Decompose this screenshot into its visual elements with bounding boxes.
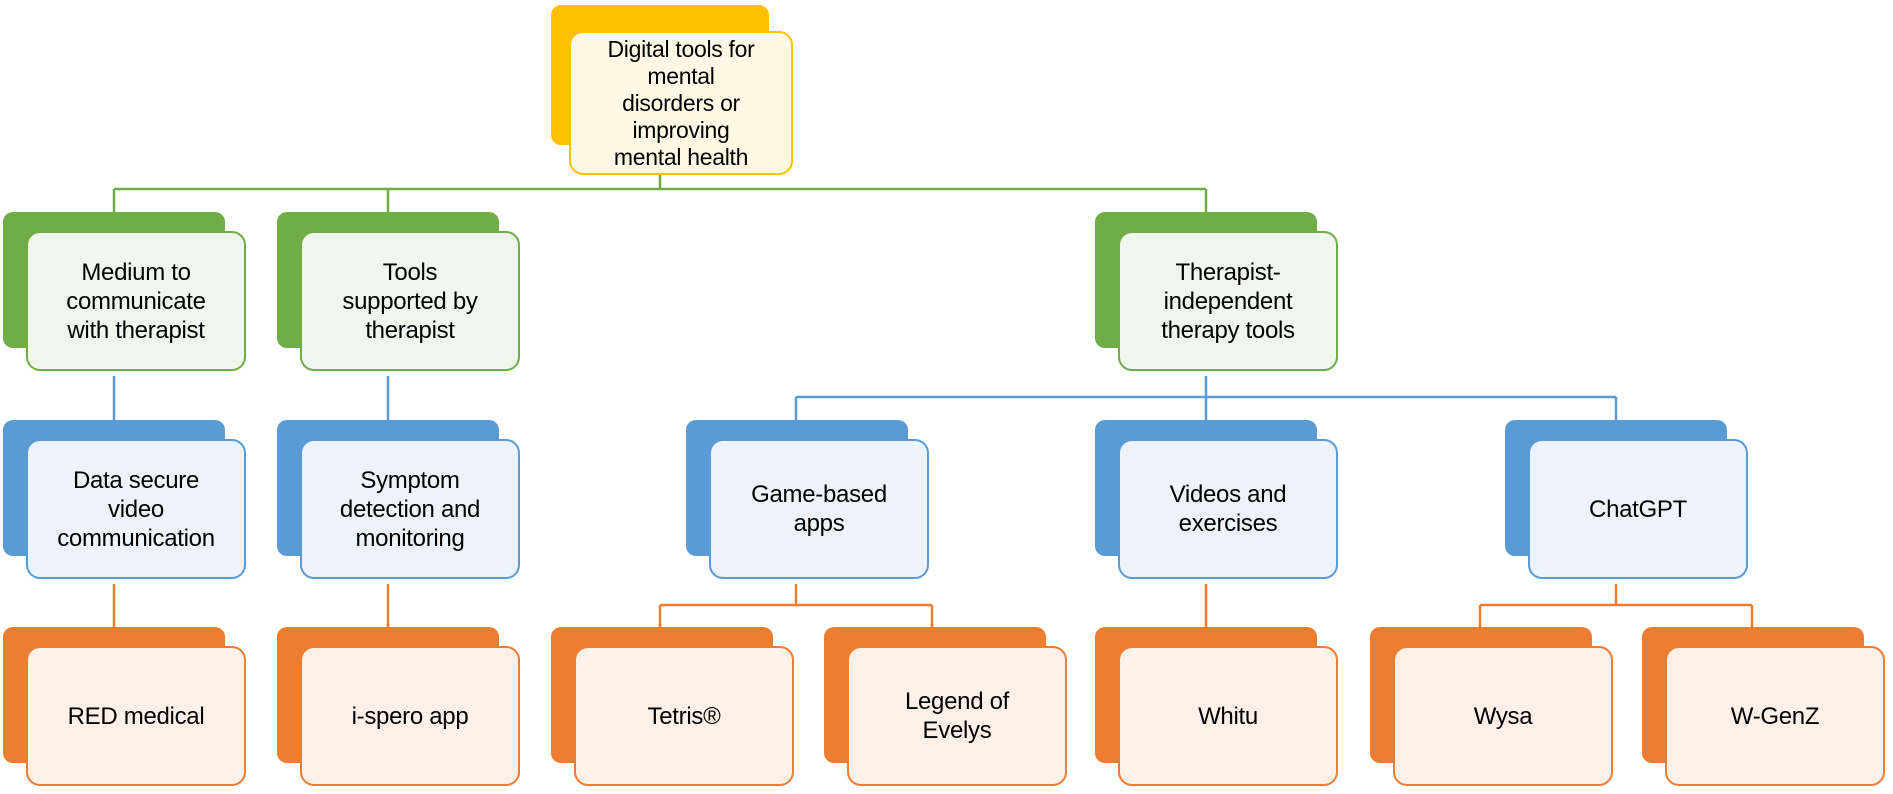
subcategory-connectors — [112, 584, 1754, 627]
subcategory-node-chatgpt: ChatGPT — [1505, 420, 1752, 584]
category-node-independent: Therapist- independent therapy tools — [1095, 212, 1342, 376]
example-node-whitu: Whitu — [1095, 627, 1342, 791]
example-node-red-medical: RED medical — [3, 627, 250, 791]
subcategory-node-box: Game-based apps — [709, 439, 929, 579]
subcategory-node-box: ChatGPT — [1528, 439, 1748, 579]
example-node-box: W-GenZ — [1665, 646, 1885, 786]
example-node-i-spero: i-spero app — [277, 627, 524, 791]
subcategory-node-label: Data secure video communication — [57, 466, 215, 552]
subcategory-node-label: Videos and exercises — [1169, 481, 1287, 537]
category-node-box: Therapist- independent therapy tools — [1118, 231, 1338, 371]
root-node-box: Digital tools for mental disorders or im… — [569, 31, 793, 175]
example-node-w-genz: W-GenZ — [1642, 627, 1889, 791]
root-connectors — [112, 171, 1208, 212]
category-connectors — [112, 376, 1618, 420]
category-node-box: Medium to communicate with therapist — [26, 231, 246, 371]
subcategory-node-label: Game-based apps — [751, 481, 887, 537]
example-node-label: RED medical — [67, 702, 205, 730]
root-node: Digital tools for mental disorders or im… — [551, 5, 798, 177]
example-node-label: i-spero app — [351, 702, 469, 730]
subcategory-node-box: Data secure video communication — [26, 439, 246, 579]
subcategory-node-game: Game-based apps — [686, 420, 933, 584]
example-node-tetris: Tetris® — [551, 627, 798, 791]
subcategory-node-label: Symptom detection and monitoring — [339, 466, 481, 552]
category-node-medium: Medium to communicate with therapist — [3, 212, 250, 376]
category-node-label: Tools supported by therapist — [342, 258, 478, 344]
category-node-tools: Tools supported by therapist — [277, 212, 524, 376]
example-node-box: Tetris® — [574, 646, 794, 786]
example-node-legend-of-evelys: Legend of Evelys — [824, 627, 1071, 791]
subcategory-node-videos: Videos and exercises — [1095, 420, 1342, 584]
subcategory-node-box: Videos and exercises — [1118, 439, 1338, 579]
example-node-label: Wysa — [1473, 702, 1533, 730]
example-node-box: RED medical — [26, 646, 246, 786]
example-node-wysa: Wysa — [1370, 627, 1617, 791]
example-node-box: i-spero app — [300, 646, 520, 786]
subcategory-node-label: ChatGPT — [1589, 495, 1687, 523]
example-node-label: W-GenZ — [1730, 702, 1820, 730]
category-node-box: Tools supported by therapist — [300, 231, 520, 371]
example-node-box: Whitu — [1118, 646, 1338, 786]
example-node-label: Tetris® — [647, 702, 721, 730]
example-node-box: Wysa — [1393, 646, 1613, 786]
example-node-box: Legend of Evelys — [847, 646, 1067, 786]
example-node-label: Whitu — [1198, 702, 1258, 730]
category-node-label: Medium to communicate with therapist — [66, 258, 206, 344]
category-node-label: Therapist- independent therapy tools — [1161, 258, 1295, 344]
example-node-label: Legend of Evelys — [904, 688, 1010, 744]
subcategory-node-video: Data secure video communication — [3, 420, 250, 584]
subcategory-node-box: Symptom detection and monitoring — [300, 439, 520, 579]
subcategory-node-symptom: Symptom detection and monitoring — [277, 420, 524, 584]
root-node-label: Digital tools for mental disorders or im… — [607, 35, 755, 170]
